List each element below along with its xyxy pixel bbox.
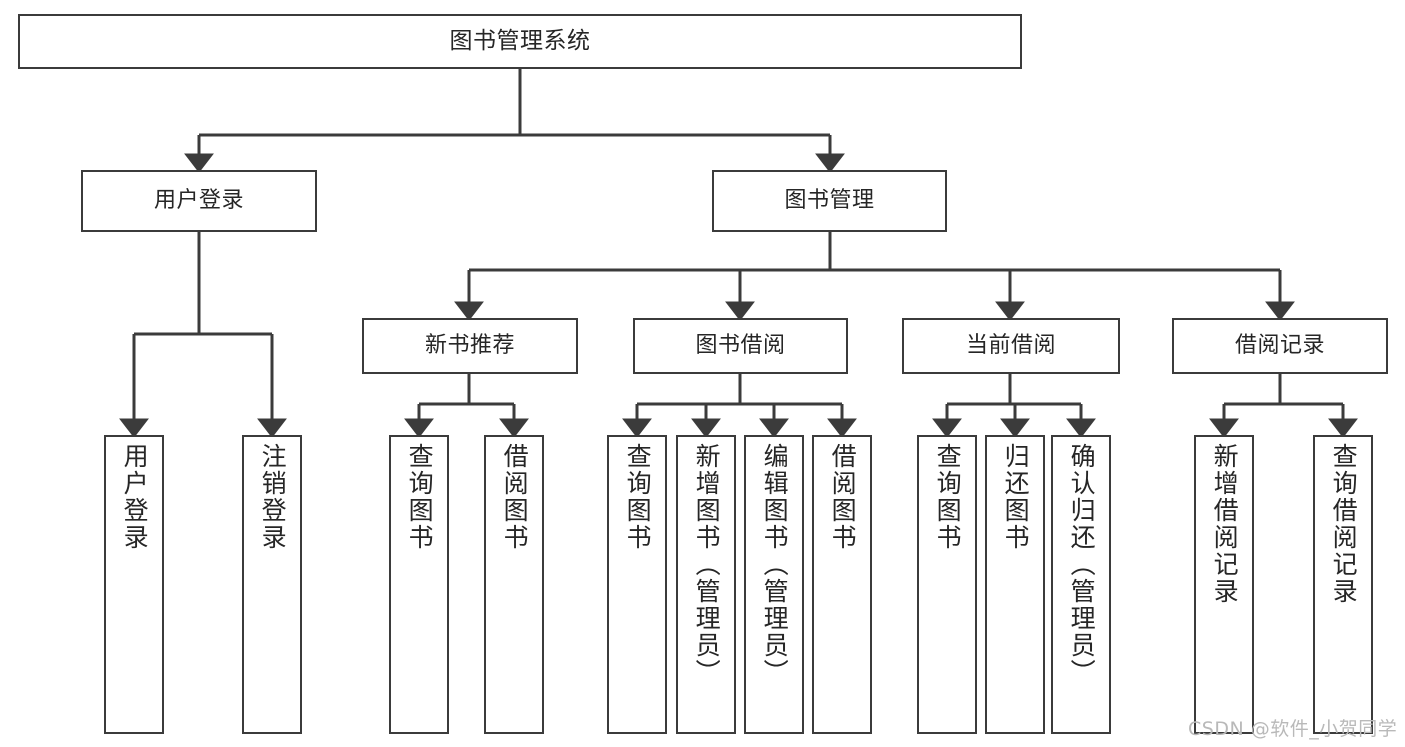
node-label: 借阅图书: [828, 443, 858, 551]
node-label: 归还图书: [1001, 443, 1031, 551]
node-book-borrowing[interactable]: 图书借阅: [633, 318, 848, 374]
leaf-edit-book-admin[interactable]: 编辑图书（管理员）: [744, 435, 804, 734]
node-current-borrowing[interactable]: 当前借阅: [902, 318, 1120, 374]
node-book-management[interactable]: 图书管理: [712, 170, 947, 232]
leaf-logout[interactable]: 注销登录: [242, 435, 302, 734]
leaf-add-book-admin[interactable]: 新增图书（管理员）: [676, 435, 736, 734]
leaf-user-login[interactable]: 用户登录: [104, 435, 164, 734]
leaf-query-books-borrowing[interactable]: 查询图书: [607, 435, 667, 734]
node-label: 查询图书: [623, 443, 653, 551]
node-label: 图书借阅: [695, 333, 786, 359]
node-user-login[interactable]: 用户登录: [81, 170, 317, 232]
node-label: 新增图书（管理员）: [692, 443, 722, 686]
node-label: 查询图书: [405, 443, 435, 551]
node-root[interactable]: 图书管理系统: [18, 14, 1022, 69]
leaf-return-books[interactable]: 归还图书: [985, 435, 1045, 734]
node-label: 借阅图书: [500, 443, 530, 551]
node-new-book-recommendation[interactable]: 新书推荐: [362, 318, 578, 374]
node-label: 图书管理系统: [449, 27, 591, 54]
node-borrow-records[interactable]: 借阅记录: [1172, 318, 1388, 374]
leaf-query-borrow-record[interactable]: 查询借阅记录: [1313, 435, 1373, 734]
node-label: 用户登录: [120, 443, 150, 551]
leaf-confirm-return-admin[interactable]: 确认归还（管理员）: [1051, 435, 1111, 734]
node-label: 注销登录: [258, 443, 288, 551]
node-label: 借阅记录: [1234, 333, 1325, 359]
node-label: 编辑图书（管理员）: [760, 443, 790, 686]
watermark: CSDN @软件_小贺同学: [1188, 718, 1398, 740]
node-label: 确认归还（管理员）: [1067, 443, 1097, 686]
leaf-add-borrow-record[interactable]: 新增借阅记录: [1194, 435, 1254, 734]
node-label: 图书管理: [784, 188, 875, 214]
node-label: 当前借阅: [965, 333, 1056, 359]
leaf-borrow-books-borrowing[interactable]: 借阅图书: [812, 435, 872, 734]
leaf-query-books-current[interactable]: 查询图书: [917, 435, 977, 734]
node-label: 查询借阅记录: [1329, 443, 1359, 605]
node-label: 查询图书: [933, 443, 963, 551]
node-label: 新增借阅记录: [1210, 443, 1240, 605]
node-label: 用户登录: [153, 188, 244, 214]
leaf-borrow-books-recommend[interactable]: 借阅图书: [484, 435, 544, 734]
leaf-query-books-recommend[interactable]: 查询图书: [389, 435, 449, 734]
node-label: 新书推荐: [424, 333, 515, 359]
